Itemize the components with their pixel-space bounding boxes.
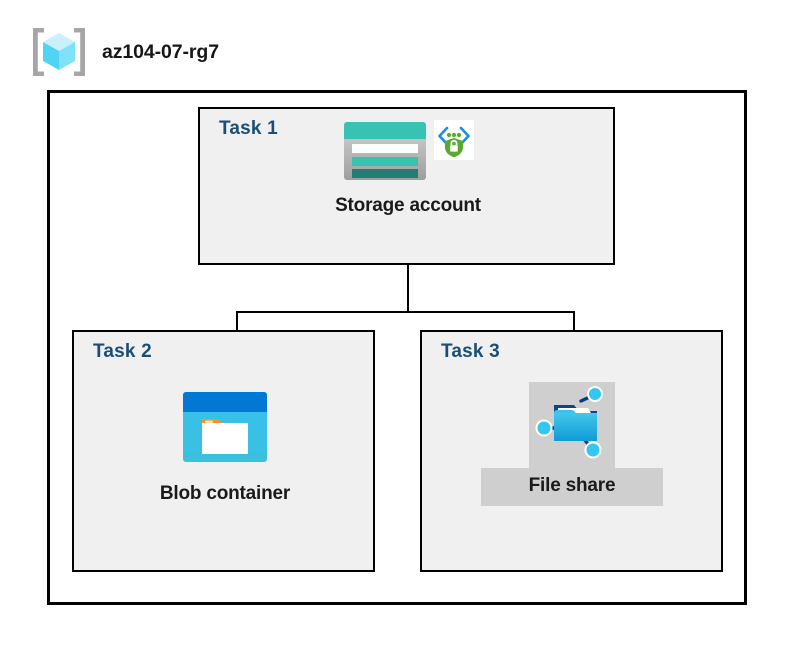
node-blob-container[interactable]: Blob container	[111, 390, 339, 505]
blob-container-icon	[181, 390, 269, 469]
task-panel-2: Task 2	[72, 330, 375, 572]
secure-endpoint-shield-lock-icon	[434, 120, 474, 165]
file-share-icon-highlight	[529, 382, 615, 468]
storage-account-icon-row	[342, 120, 474, 187]
task-3-label: Task 3	[441, 341, 500, 362]
file-share-caption-highlight: File share	[481, 468, 663, 506]
file-share-caption: File share	[528, 475, 616, 496]
task-2-label: Task 2	[93, 341, 152, 362]
resource-group-name: az104-07-rg7	[102, 40, 219, 63]
task-panel-1: Task 1	[198, 107, 615, 265]
storage-account-caption: Storage account	[335, 195, 481, 216]
node-file-share[interactable]: File share	[477, 382, 667, 506]
resource-group-header: az104-07-rg7	[30, 26, 219, 78]
azure-resource-group-cube-icon	[30, 26, 88, 78]
connector-horizontal-bus	[236, 311, 575, 313]
blob-container-caption: Blob container	[159, 483, 291, 504]
connector-storage-to-bus	[407, 265, 409, 313]
task-1-label: Task 1	[219, 118, 278, 139]
file-share-icon	[532, 383, 612, 468]
task-panel-3: Task 3	[420, 330, 723, 572]
storage-account-icon	[342, 120, 428, 187]
node-storage-account[interactable]: Storage account	[293, 120, 523, 217]
